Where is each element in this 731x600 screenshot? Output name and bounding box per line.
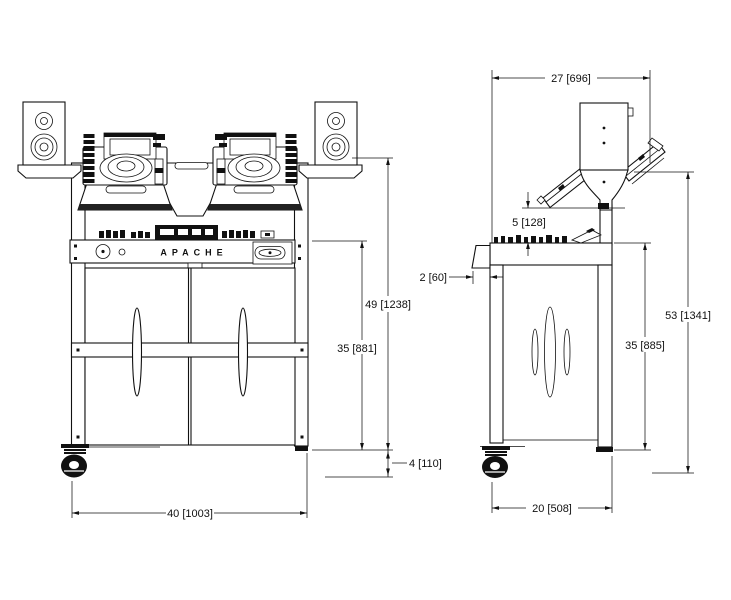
panel-button	[118, 248, 126, 256]
side-rear-foot	[596, 447, 613, 452]
dim-side-overhang: 2 [60]	[419, 271, 503, 284]
cdj-stand-slot	[105, 185, 147, 194]
side-speaker-funnel	[579, 169, 629, 211]
front-doors	[70, 267, 309, 448]
front-mixer	[99, 225, 275, 240]
dim-side-depth-label: 20 [508]	[532, 503, 572, 515]
cdj-left	[77, 132, 173, 211]
front-cabinet	[70, 162, 309, 447]
side-caster	[482, 446, 510, 478]
dim-front-caster-height: 4 [110]	[312, 449, 442, 478]
dim-front-speaker-shelf-height-label: 49 [1238]	[365, 299, 411, 311]
side-rear-leg	[597, 264, 613, 448]
cdj-right	[207, 132, 303, 211]
side-speaker-box	[579, 102, 629, 171]
side-panel	[502, 264, 599, 441]
side-mixer-edge	[570, 229, 602, 244]
front-right-foot	[295, 446, 308, 451]
front-crossbar	[70, 342, 309, 358]
front-view: APACHE	[17, 101, 363, 478]
brand-panel-face	[69, 239, 296, 264]
dim-side-depth: 20 [508]	[491, 456, 613, 515]
dim-side-top-width: 27 [696]	[491, 70, 651, 243]
brand-label: APACHE	[160, 248, 227, 258]
dim-front-table-height-label: 35 [881]	[337, 343, 377, 355]
side-vent-small-right	[563, 328, 571, 376]
front-brand-panel: APACHE	[69, 239, 301, 278]
speaker-left	[17, 101, 82, 179]
dimension-annotations: 49 [1238] 35 [881] 4 [110] 40 [1003]	[71, 70, 711, 520]
dim-side-overhang-label: 2 [60]	[419, 272, 447, 284]
front-top-slot	[174, 162, 209, 170]
side-front-leg	[489, 264, 504, 444]
side-panel-overhang	[471, 244, 491, 269]
dim-front-width-label: 40 [1003]	[167, 508, 213, 520]
side-table-slab	[489, 242, 613, 266]
dim-side-table-height: 35 [885]	[614, 242, 665, 451]
side-vent-small-left	[531, 328, 539, 376]
side-table	[471, 228, 613, 269]
dim-side-total-height: 53 [1341]	[634, 171, 711, 474]
dim-side-table-height-label: 35 [885]	[625, 340, 665, 352]
side-vent-large	[544, 306, 556, 398]
front-caster	[61, 444, 89, 478]
dim-front-caster-height-label: 4 [110]	[409, 458, 442, 470]
dim-side-clearance-label: 5 [128]	[512, 217, 546, 229]
side-view	[471, 102, 666, 478]
dim-front-speaker-shelf-height: 49 [1238]	[352, 157, 411, 450]
dim-front-table-height: 35 [881]	[312, 240, 377, 450]
door-handle-right	[237, 307, 249, 397]
door-handle-left	[131, 307, 143, 397]
dim-side-total-height-label: 53 [1341]	[665, 310, 711, 322]
dim-side-top-width-label: 27 [696]	[551, 73, 591, 85]
dim-side-clearance: 5 [128]	[512, 192, 625, 256]
side-speaker-pole	[599, 204, 613, 246]
dim-front-width: 40 [1003]	[71, 453, 308, 520]
speaker-right	[298, 101, 363, 179]
side-speaker-assembly	[536, 102, 666, 246]
speaker-bracket	[17, 164, 82, 179]
side-lower-body	[480, 264, 613, 452]
